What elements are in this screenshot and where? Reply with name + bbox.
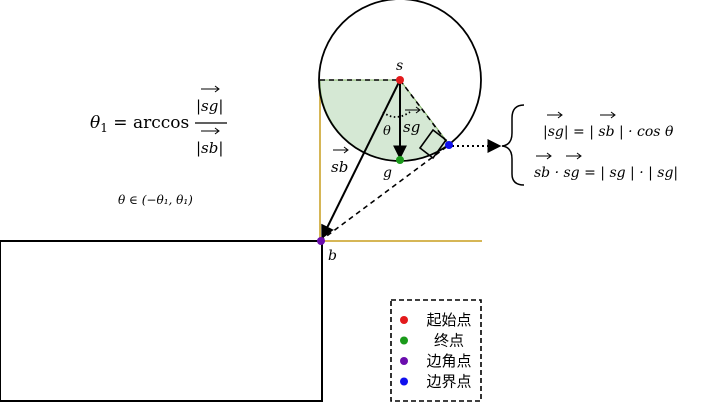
label-vector-sg: sg — [403, 106, 421, 136]
legend-dot — [400, 377, 408, 386]
svg-text:sb: sb — [331, 158, 348, 176]
legend-item-end: 终点 — [400, 332, 464, 350]
svg-text:sg: sg — [403, 118, 420, 136]
start-point-s — [396, 76, 404, 84]
legend-dot — [400, 316, 408, 324]
right-angle-marker — [418, 128, 448, 160]
corner-point-b — [317, 237, 325, 245]
dashed-s-to-boundary — [399, 79, 450, 146]
svg-text:sb · sg = | sg | · | sg|: sb · sg = | sg | · | sg| — [534, 165, 678, 181]
svg-text:θ1 = arccos: θ1 = arccos — [90, 113, 189, 135]
curly-brace — [501, 104, 525, 186]
legend-item-boundary: 边界点 — [400, 373, 472, 391]
brace-formula-line2: sb · sg = | sg | · | sg| — [534, 152, 678, 181]
label-b: b — [328, 248, 337, 264]
formula-theta1: θ1 = arccos |sg| |sb| — [90, 85, 227, 157]
legend-label: 起始点 — [426, 311, 471, 329]
vector-sb — [321, 79, 401, 240]
angle-sector — [319, 79, 450, 162]
legend-label: 边界点 — [426, 373, 471, 391]
obstacle-rect — [0, 240, 323, 402]
label-s: s — [396, 58, 403, 74]
svg-text:|sg|: |sg| — [196, 97, 223, 115]
label-g: g — [383, 165, 392, 181]
boundary-point — [445, 141, 453, 149]
svg-text:|sb|: |sb| — [196, 139, 223, 157]
legend-dot — [400, 357, 408, 365]
end-point-g — [396, 156, 404, 164]
legend-item-corner: 边角点 — [400, 352, 472, 370]
legend-dot — [400, 336, 408, 345]
svg-text:|sg| = | sb | · cos θ: |sg| = | sb | · cos θ — [543, 124, 674, 140]
label-vector-sb: sb — [331, 146, 349, 176]
label-theta: θ — [383, 124, 391, 139]
legend-label: 边角点 — [426, 352, 471, 370]
legend-item-start: 起始点 — [400, 311, 472, 329]
legend-label: 终点 — [434, 332, 464, 350]
brace-formula-line1: |sg| = | sb | · cos θ — [543, 111, 674, 140]
formula-range: θ ∈ (−θ₁, θ₁) — [118, 193, 193, 207]
